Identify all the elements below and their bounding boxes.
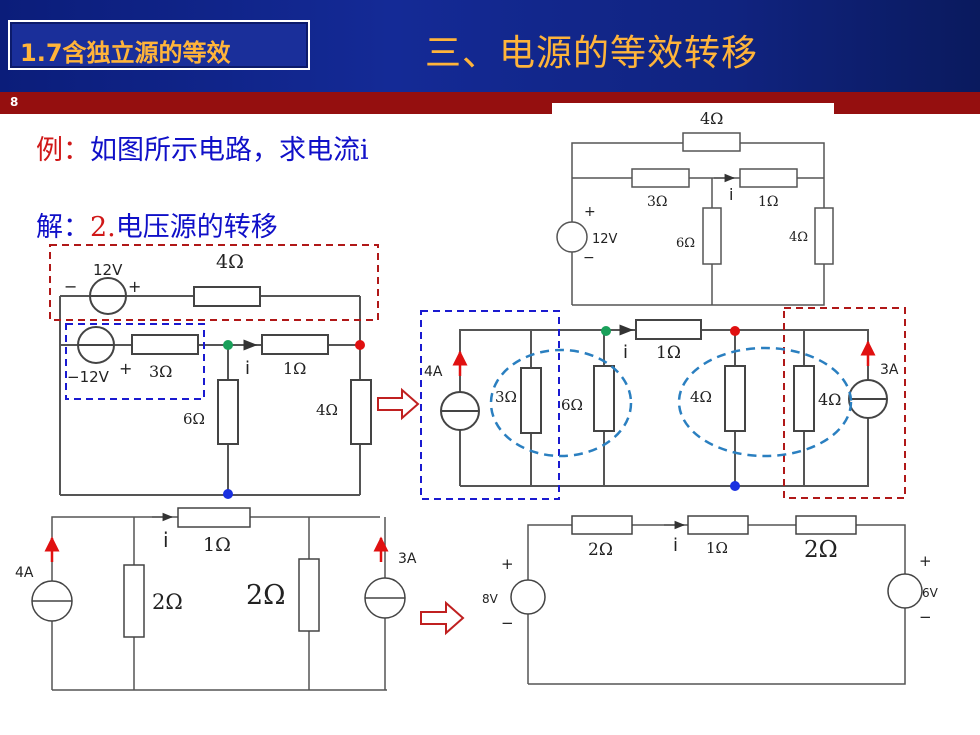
transform-arrow-icon xyxy=(377,387,420,421)
cl-label: − xyxy=(64,277,77,296)
circuit-left xyxy=(59,277,372,496)
solution-text: 电压源的转移 xyxy=(115,212,278,243)
cbl-label: 2Ω xyxy=(152,590,183,614)
circuit-bottom-left-labels: i 1Ω 4A 2Ω 2Ω 3A xyxy=(15,528,417,614)
cl-label: 4Ω xyxy=(216,251,244,273)
ctr-label: 1Ω xyxy=(758,194,779,210)
section-tag: 1.7含独立源的等效 xyxy=(8,20,310,70)
circuit-middle-labels: 4A 3Ω 6Ω i 1Ω 4Ω 4Ω 3A xyxy=(424,342,899,414)
node-green xyxy=(223,340,233,350)
cl-label: 1Ω xyxy=(283,359,306,378)
solution-step: 2. xyxy=(90,212,116,243)
cbr-label: 2Ω xyxy=(588,540,613,560)
cbr-label: i xyxy=(673,535,678,556)
node-blue xyxy=(730,481,740,491)
ctr-label: 3Ω xyxy=(647,194,668,210)
cm-label: i xyxy=(623,342,628,363)
ctr-label: 6Ω xyxy=(676,236,695,251)
cl-label: −12V xyxy=(67,368,110,386)
cm-label: 6Ω xyxy=(561,396,583,414)
dashed-blue-box xyxy=(420,310,560,500)
circuit-top-right-labels: 4Ω 3Ω i 1Ω + 12V − 6Ω 4Ω xyxy=(583,109,808,266)
ctr-label: 4Ω xyxy=(700,109,723,128)
dashed-red-box xyxy=(783,307,906,499)
ctr-label: − xyxy=(583,250,595,266)
solution-prefix: 解： xyxy=(36,212,90,243)
cm-label: 3A xyxy=(880,362,899,378)
cbl-label: 2Ω xyxy=(246,580,286,611)
cbr-label: − xyxy=(501,614,514,632)
cm-label: 4Ω xyxy=(690,388,712,406)
cl-label: + xyxy=(128,277,141,296)
cl-label: 6Ω xyxy=(183,410,205,428)
circuit-top-right xyxy=(552,117,834,310)
cbr-label: 8V xyxy=(482,592,499,606)
dashed-blue-box xyxy=(65,323,205,400)
circuit-left-labels: 12V 4Ω − + −12V + 3Ω i 1Ω 6Ω 4Ω xyxy=(64,251,338,428)
slide-title: 三、电源的等效转移 xyxy=(425,33,759,74)
cl-label: 3Ω xyxy=(149,362,172,381)
ctr-label: i xyxy=(729,185,733,204)
cbr-label: + xyxy=(501,555,514,573)
cm-label: 4Ω xyxy=(818,390,841,409)
circuit-bottom-right xyxy=(510,515,923,685)
example-text: 如图所示电路，求电流i xyxy=(90,135,369,166)
cl-label: 4Ω xyxy=(316,401,338,419)
dashed-ellipse xyxy=(489,348,633,458)
cm-label: 4A xyxy=(424,364,443,380)
cl-label: i xyxy=(245,358,250,379)
cbr-label: 6V xyxy=(922,586,939,600)
solution-line: 解：2.电压源的转移 xyxy=(36,205,278,244)
cm-label: 3Ω xyxy=(495,388,517,406)
circuit-bottom-right-labels: 2Ω i 1Ω 2Ω + 8V − + 6V − xyxy=(482,535,939,632)
node-blue xyxy=(223,489,233,499)
cm-label: 1Ω xyxy=(656,343,681,363)
cbr-label: 1Ω xyxy=(706,539,728,557)
cbl-label: 3A xyxy=(398,551,417,567)
circuit-middle xyxy=(440,319,888,487)
cl-label: 12V xyxy=(93,261,123,279)
transform-arrow-icon xyxy=(420,600,465,636)
dashed-red-box xyxy=(49,244,379,321)
node-red xyxy=(355,340,365,350)
figure-background xyxy=(552,103,834,117)
section-tag-label: 1.7含独立源的等效 xyxy=(20,39,231,67)
dashed-ellipse xyxy=(677,346,853,458)
cbr-label: 2Ω xyxy=(804,537,838,563)
node-red xyxy=(730,326,740,336)
example-line: 例：如图所示电路，求电流i xyxy=(36,128,369,167)
cbl-label: i xyxy=(163,528,169,552)
node-green xyxy=(601,326,611,336)
circuit-bottom-left xyxy=(31,507,406,691)
ctr-label: 12V xyxy=(592,232,618,247)
cbr-label: + xyxy=(919,552,932,570)
example-prefix: 例： xyxy=(36,135,90,166)
cl-label: + xyxy=(119,359,132,378)
cbl-label: 4A xyxy=(15,565,34,581)
ctr-label: + xyxy=(584,204,596,220)
slide-number: 8 xyxy=(10,95,19,109)
cbl-label: 1Ω xyxy=(203,534,231,556)
cbr-label: − xyxy=(919,608,932,626)
ctr-label: 4Ω xyxy=(789,230,808,245)
